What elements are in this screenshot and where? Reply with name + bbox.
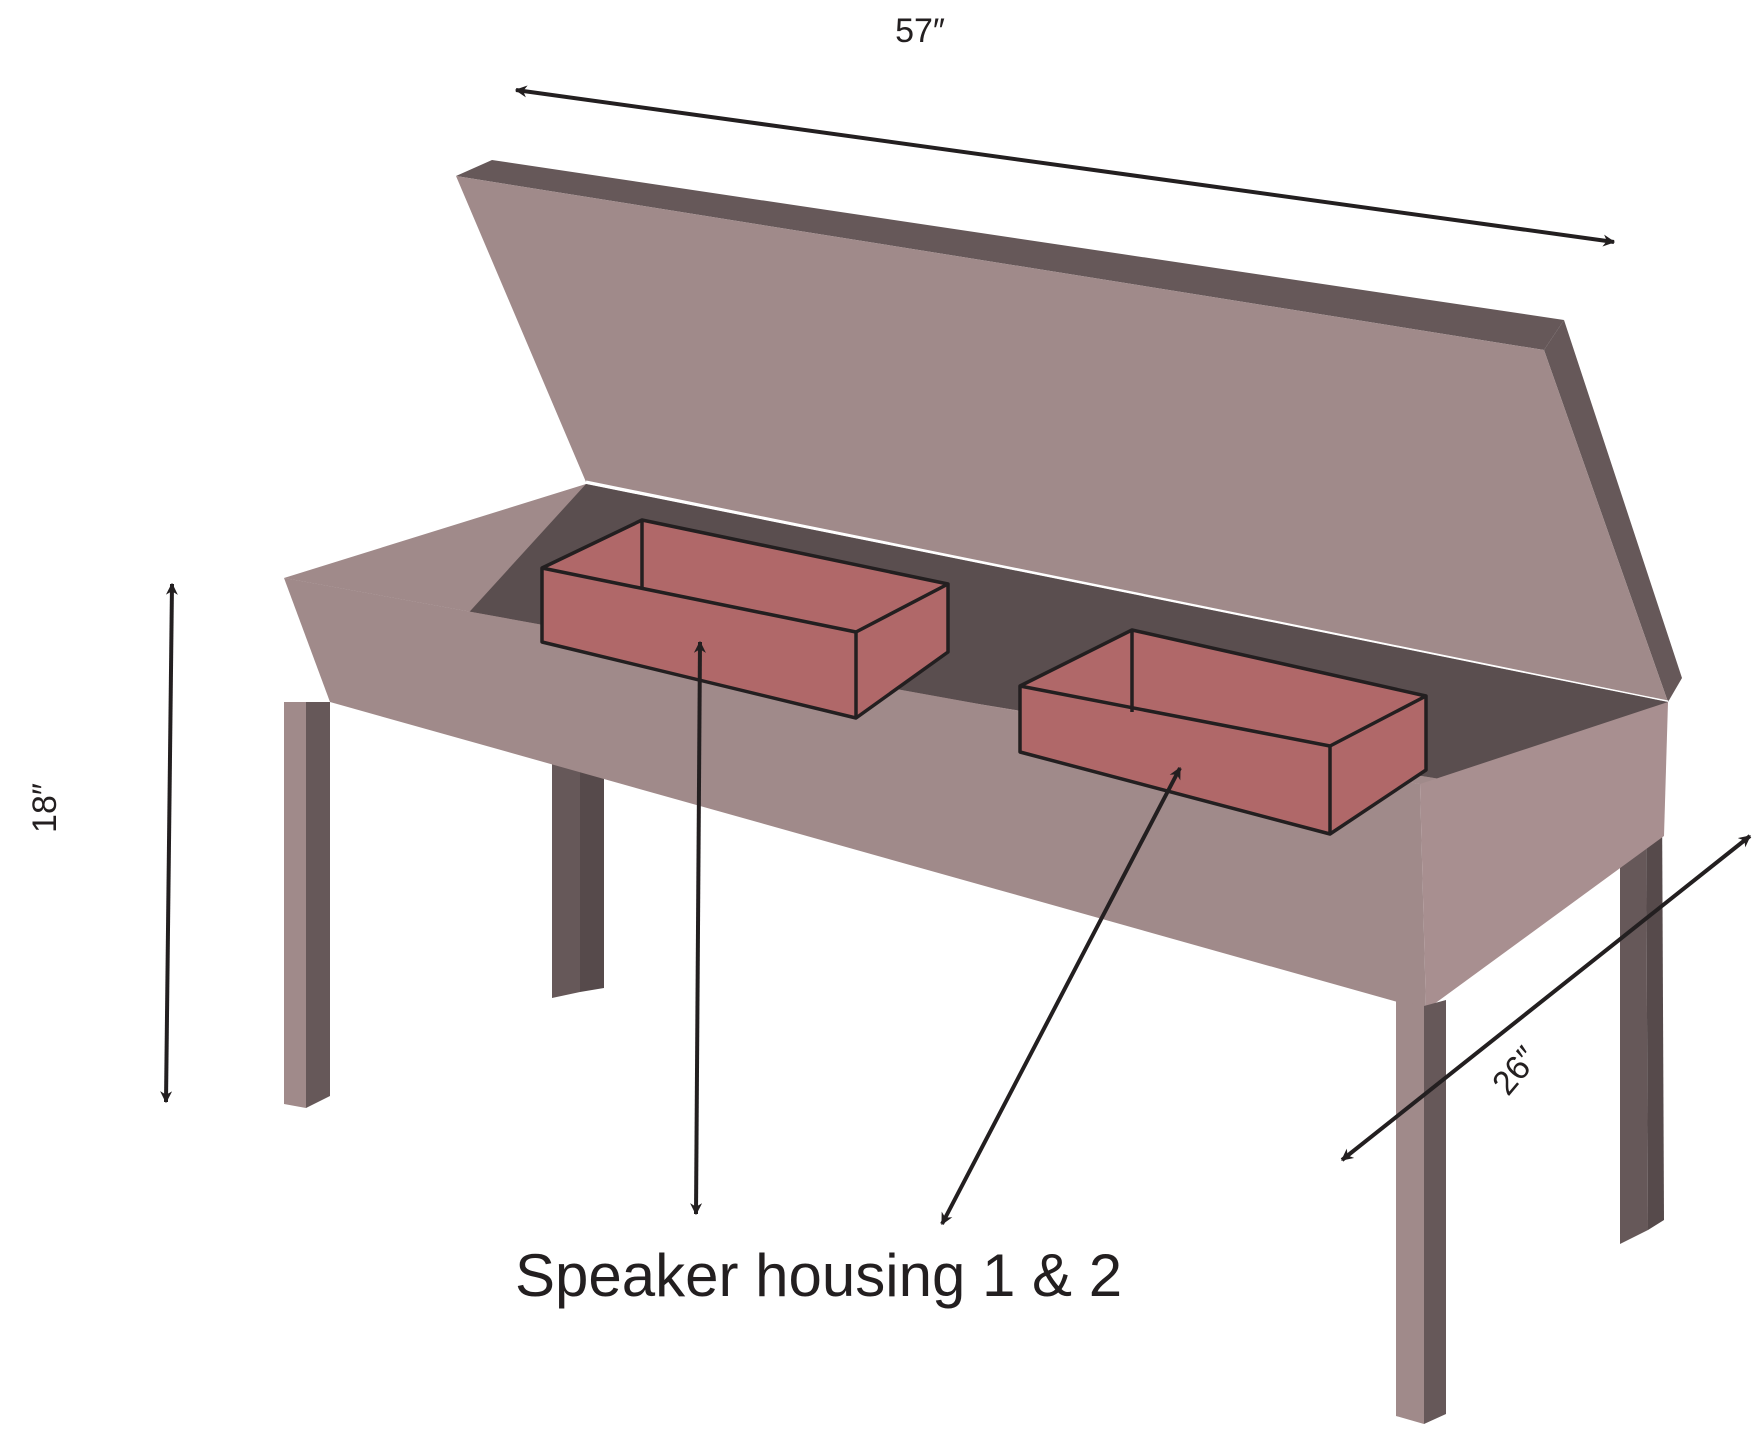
height-label: 18″ xyxy=(26,783,64,833)
speaker-housing-2 xyxy=(1018,628,1428,836)
dimension-arrows xyxy=(160,85,1752,1226)
length-label: 57″ xyxy=(895,12,945,50)
height-arrow xyxy=(160,582,178,1104)
speaker-housing-caption: Speaker housing 1 & 2 xyxy=(515,1242,1122,1309)
speaker-1-pointer xyxy=(690,640,706,1216)
depth-arrow xyxy=(1340,834,1752,1162)
speaker-2-pointer xyxy=(940,766,1182,1226)
speaker-housing-1 xyxy=(540,518,950,720)
depth-label: 26″ xyxy=(1485,1040,1546,1103)
length-arrow xyxy=(514,85,1616,247)
